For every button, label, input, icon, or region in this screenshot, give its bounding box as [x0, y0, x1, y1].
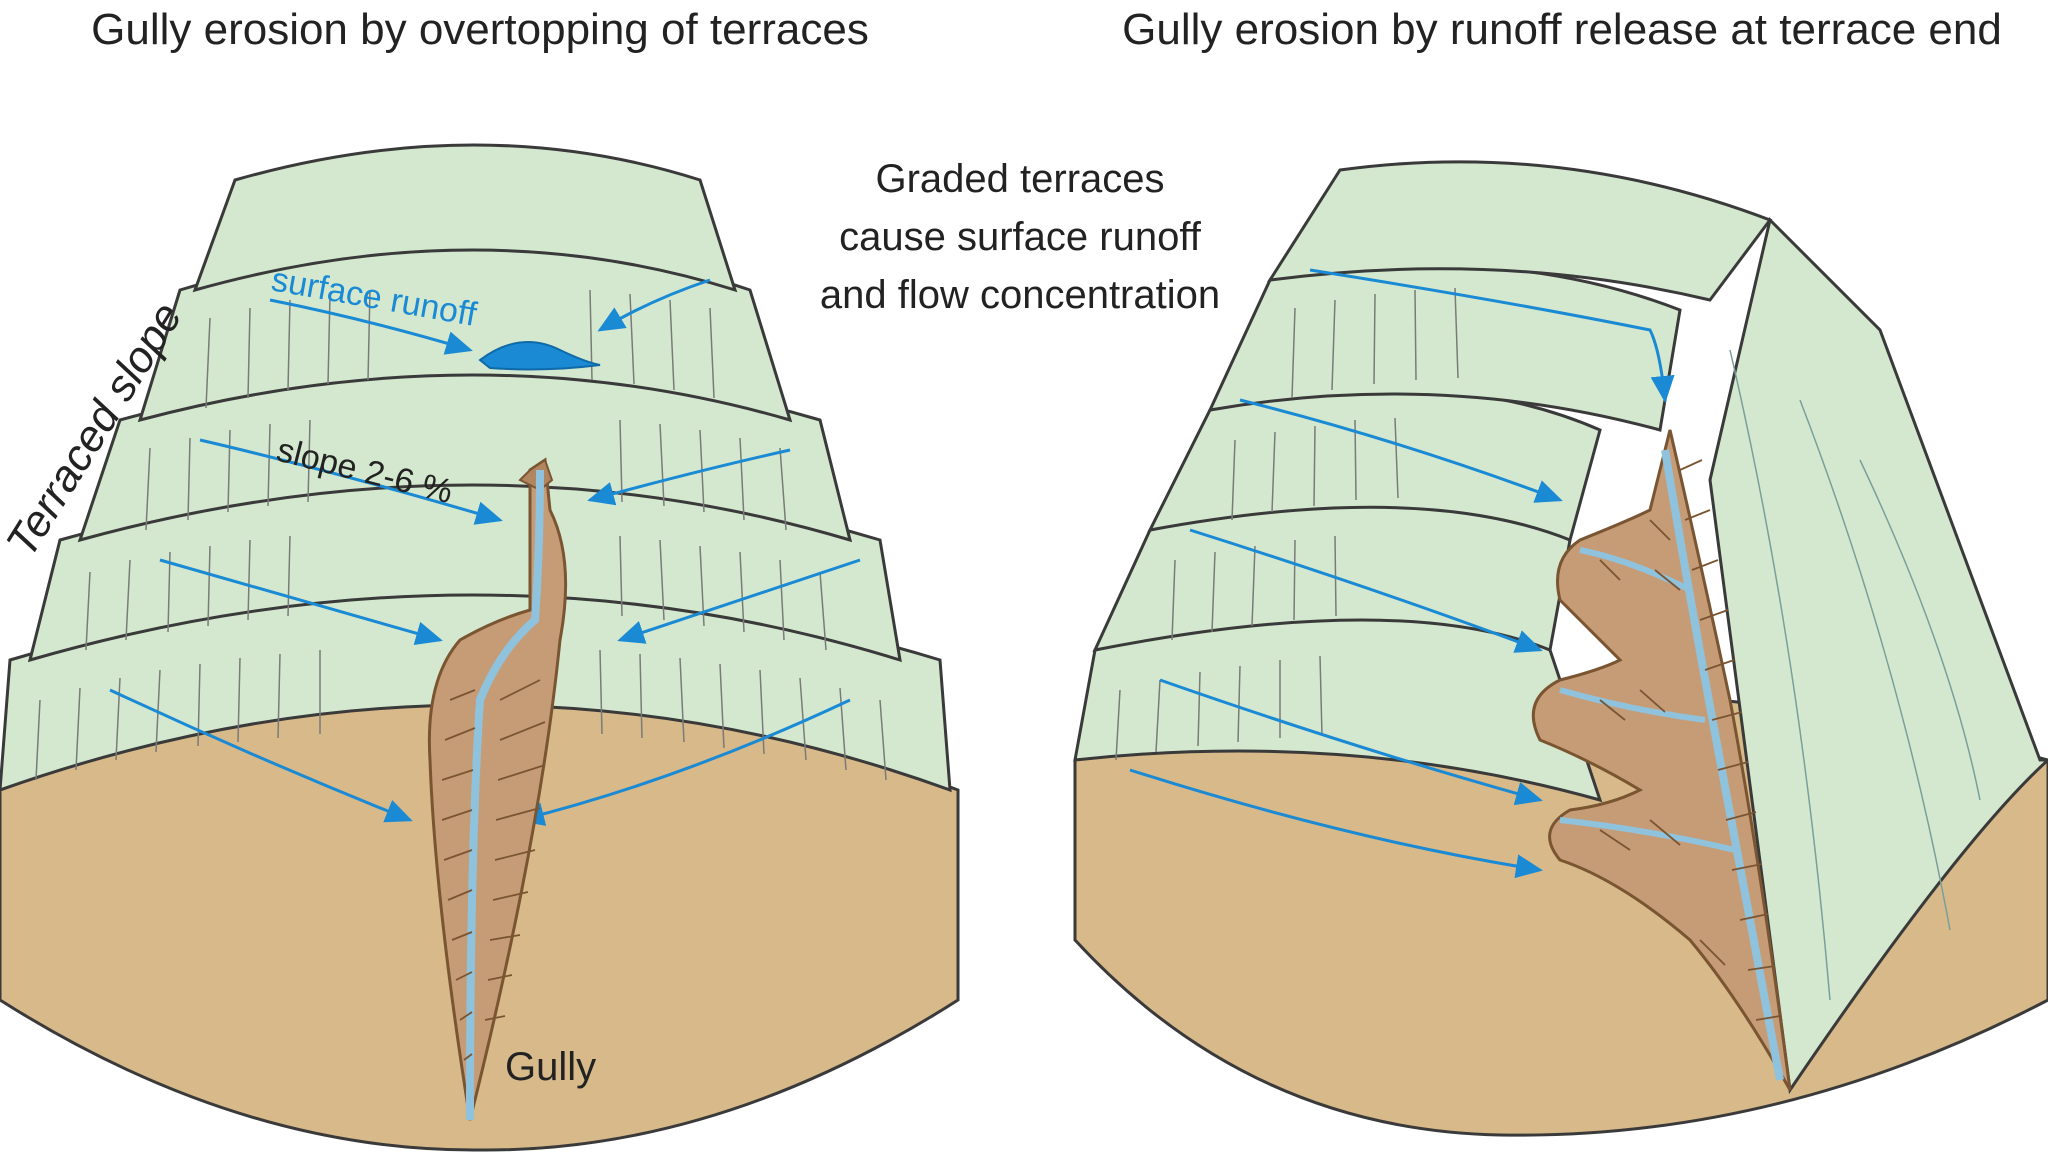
- right-slope-face: [1708, 217, 2048, 1095]
- right-block-diagram: [1073, 160, 2048, 1137]
- left-runoff-arrows: [109, 278, 861, 826]
- left-gully: [427, 457, 568, 1121]
- center-note-line-1: Graded terraces: [875, 157, 1164, 201]
- right-gully: [1531, 429, 1792, 1091]
- left-block-diagram: surface runoff slope 2-6 % Gully Terrace…: [0, 143, 960, 1152]
- left-top-plateau: [192, 143, 738, 293]
- center-note: Graded terraces cause surface runoff and…: [820, 157, 1220, 317]
- right-panel-title: Gully erosion by runoff release at terra…: [1122, 5, 2002, 54]
- right-top-plateau: [1267, 160, 1773, 302]
- gully-label: Gully: [505, 1045, 596, 1089]
- left-ponded-water: [478, 341, 601, 371]
- center-note-line-3: and flow concentration: [820, 273, 1220, 317]
- right-runoff-arrows: [1129, 268, 1675, 879]
- right-riser-hatching: [1115, 287, 1459, 761]
- left-panel-title: Gully erosion by overtopping of terraces: [91, 5, 869, 54]
- center-note-line-2: cause surface runoff: [839, 215, 1202, 259]
- right-slope-flowlines: [1729, 349, 1981, 1001]
